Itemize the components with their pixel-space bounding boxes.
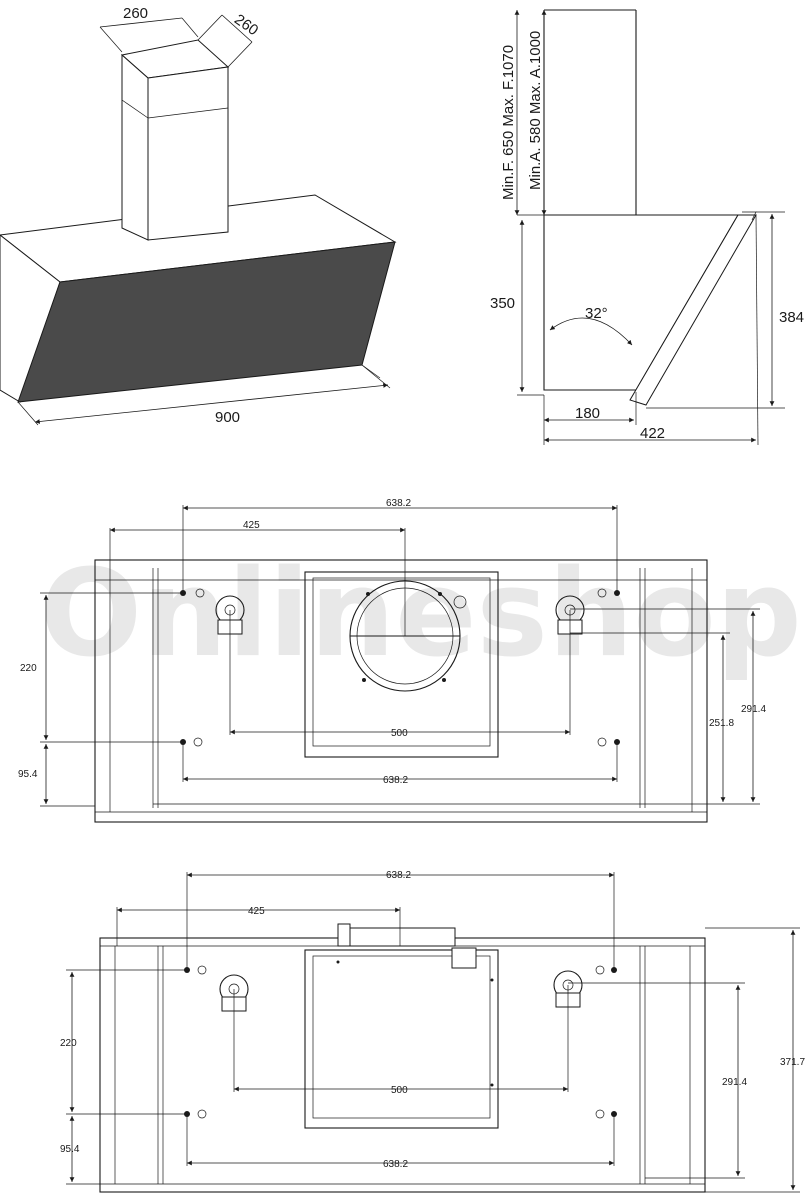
height-range-f: Min.F. 650 Max. F.1070 [500,45,517,200]
bottom-view-1: 638.2 425 500 638.2 220 95.4 251.8 291.4 [18,498,766,823]
dim-left-span: 425 [243,520,260,531]
dim-total-depth: 422 [640,425,665,442]
dim-motor-span: 500 [391,728,408,739]
watermark-text: Onlineshop [40,545,802,684]
dim-bottom-span: 638.2 [383,775,408,786]
dim-chimney-offset: 180 [575,405,600,422]
height-range-a: Min.A. 580 Max. A.1000 [527,31,544,190]
dim-left-height: 220 [60,1038,77,1049]
dim-top-span: 638.2 [386,870,411,881]
bottom-view-2: 638.2 425 500 638.2 220 95.4 291.4 37 [60,870,805,1193]
dim-chimney-depth: 260 [231,11,261,39]
dim-bottom-span: 638.2 [383,1159,408,1170]
dim-right-height-outer: 291.4 [741,704,766,715]
dim-left-height: 220 [20,663,37,674]
dim-total-height: 384 [779,309,804,326]
dim-motor-span: 500 [391,1085,408,1096]
dim-body-height: 350 [490,295,515,312]
dim-left-span: 425 [248,906,265,917]
perspective-view: 260 260 900 [0,5,397,426]
dim-left-lower: 95.4 [18,769,38,780]
dim-hood-width: 900 [215,409,240,426]
dim-chimney-width: 260 [123,5,148,22]
dim-angle: 32° [585,305,608,322]
dim-right-height-inner: 251.8 [709,718,734,729]
dim-right-height: 291.4 [722,1077,747,1088]
dim-left-lower: 95.4 [60,1144,80,1155]
side-view: Min.F. 650 Max. F.1070 Min.A. 580 Max. A… [490,9,804,446]
dim-total-height: 371.7 [780,1057,805,1068]
dim-top-span: 638.2 [386,498,411,509]
